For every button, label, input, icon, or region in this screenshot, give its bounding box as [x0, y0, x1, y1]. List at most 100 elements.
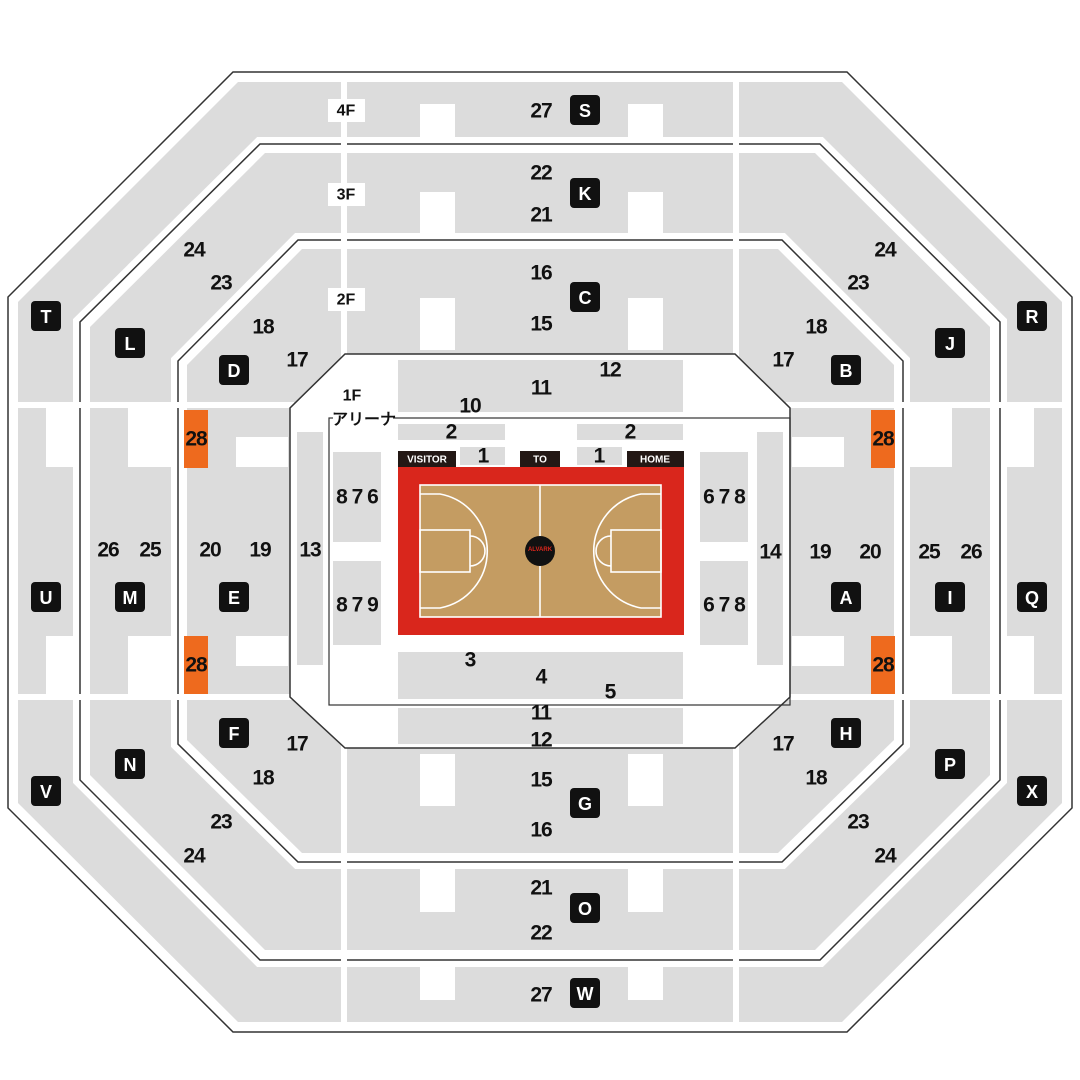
block-number[interactable]: 19 — [249, 539, 272, 562]
section-15[interactable]: F — [219, 718, 249, 748]
section-badge[interactable] — [1017, 776, 1047, 806]
section-badge[interactable] — [1017, 301, 1047, 331]
block-number[interactable]: 13 — [299, 539, 322, 562]
special-seat-block[interactable] — [184, 410, 208, 468]
section-21[interactable]: G — [570, 788, 600, 818]
section-11[interactable]: U — [31, 582, 61, 612]
block-number[interactable]: 2 — [446, 421, 458, 444]
section-badge[interactable] — [935, 582, 965, 612]
section-13[interactable]: I — [935, 582, 965, 612]
section-badge[interactable] — [115, 749, 145, 779]
block-number[interactable]: 18 — [252, 316, 276, 339]
block-number[interactable]: 11 — [531, 377, 554, 400]
section-badge[interactable] — [570, 178, 600, 208]
block-number[interactable]: 20 — [199, 539, 222, 562]
block-number[interactable]: 17 — [772, 349, 795, 372]
section-badge[interactable] — [935, 749, 965, 779]
block-number[interactable]: 1 — [594, 445, 607, 468]
section-12[interactable]: A — [831, 582, 861, 612]
block-number[interactable]: 18 — [252, 767, 276, 790]
block-number[interactable]: 24 — [874, 239, 898, 262]
section-badge[interactable] — [31, 582, 61, 612]
block-number[interactable]: 22 — [530, 922, 553, 945]
section-18[interactable]: H — [831, 718, 861, 748]
section-badge[interactable] — [831, 718, 861, 748]
section-badge[interactable] — [570, 893, 600, 923]
section-22[interactable]: O — [570, 893, 600, 923]
block-number[interactable]: 16 — [530, 262, 553, 285]
block-number[interactable]: 26 — [960, 541, 983, 564]
section-20[interactable]: X — [1017, 776, 1047, 806]
block-number[interactable]: 27 — [530, 984, 553, 1007]
block-number[interactable]: 24 — [874, 845, 898, 868]
block-number[interactable]: 22 — [530, 162, 553, 185]
seating-1f[interactable] — [297, 360, 783, 744]
section-8[interactable]: B — [831, 355, 861, 385]
block-number[interactable]: 27 — [530, 100, 553, 123]
section-badge[interactable] — [219, 582, 249, 612]
block-number[interactable]: 14 — [759, 541, 783, 564]
block-number[interactable]: 15 — [530, 769, 554, 792]
block-number[interactable]: 8 7 6 — [336, 486, 379, 509]
section-badge[interactable] — [219, 355, 249, 385]
block-number[interactable]: 17 — [286, 349, 309, 372]
section-16[interactable]: N — [115, 749, 145, 779]
block-number[interactable]: 25 — [139, 539, 163, 562]
block-number[interactable]: 21 — [530, 877, 554, 900]
block-number[interactable]: 12 — [599, 359, 622, 382]
section-9[interactable]: E — [219, 582, 249, 612]
special-seat-block[interactable] — [184, 636, 208, 694]
section-2[interactable]: C — [570, 282, 600, 312]
section-4[interactable]: L — [115, 328, 145, 358]
block-number[interactable]: 17 — [286, 733, 309, 756]
section-badge[interactable] — [1017, 582, 1047, 612]
block-number[interactable]: 1 — [478, 445, 491, 468]
block-number[interactable]: 18 — [805, 316, 829, 339]
section-19[interactable]: P — [935, 749, 965, 779]
block-number[interactable]: 23 — [847, 811, 870, 834]
section-badge[interactable] — [570, 95, 600, 125]
block-number[interactable]: 20 — [859, 541, 882, 564]
special-seat-block[interactable] — [871, 410, 895, 468]
block-number[interactable]: 19 — [809, 541, 832, 564]
block-number[interactable]: 2 — [625, 421, 637, 444]
block-number[interactable]: 10 — [459, 395, 482, 418]
section-10[interactable]: M — [115, 582, 145, 612]
section-1[interactable]: K — [570, 178, 600, 208]
section-3[interactable]: D — [219, 355, 249, 385]
section-23[interactable]: W — [570, 978, 600, 1008]
block-number[interactable]: 4 — [536, 666, 549, 689]
block-number[interactable]: 24 — [183, 239, 207, 262]
section-badge[interactable] — [115, 328, 145, 358]
block-number[interactable]: 15 — [530, 313, 554, 336]
block-number[interactable]: 21 — [530, 204, 554, 227]
section-badge[interactable] — [935, 328, 965, 358]
block-number[interactable]: 5 — [605, 681, 618, 704]
block-number[interactable]: 24 — [183, 845, 207, 868]
block-number[interactable]: 16 — [530, 819, 553, 842]
section-0[interactable]: S — [570, 95, 600, 125]
block-number[interactable]: 17 — [772, 733, 795, 756]
special-seat-block[interactable] — [871, 636, 895, 694]
section-badge[interactable] — [570, 978, 600, 1008]
block-number[interactable]: 25 — [918, 541, 942, 564]
section-badge[interactable] — [31, 776, 61, 806]
block-number[interactable]: 18 — [805, 767, 829, 790]
block-number[interactable]: 6 7 8 — [703, 486, 747, 509]
section-badge[interactable] — [570, 282, 600, 312]
block-number[interactable]: 12 — [530, 729, 553, 752]
section-badge[interactable] — [115, 582, 145, 612]
section-badge[interactable] — [831, 582, 861, 612]
block-number[interactable]: 23 — [847, 272, 870, 295]
section-badge[interactable] — [570, 788, 600, 818]
section-badge[interactable] — [831, 355, 861, 385]
section-17[interactable]: V — [31, 776, 61, 806]
section-5[interactable]: T — [31, 301, 61, 331]
section-6[interactable]: R — [1017, 301, 1047, 331]
section-badge[interactable] — [219, 718, 249, 748]
block-number[interactable]: 23 — [210, 272, 233, 295]
section-14[interactable]: Q — [1017, 582, 1047, 612]
block-number[interactable]: 23 — [210, 811, 233, 834]
block-number[interactable]: 11 — [531, 702, 554, 725]
section-badge[interactable] — [31, 301, 61, 331]
